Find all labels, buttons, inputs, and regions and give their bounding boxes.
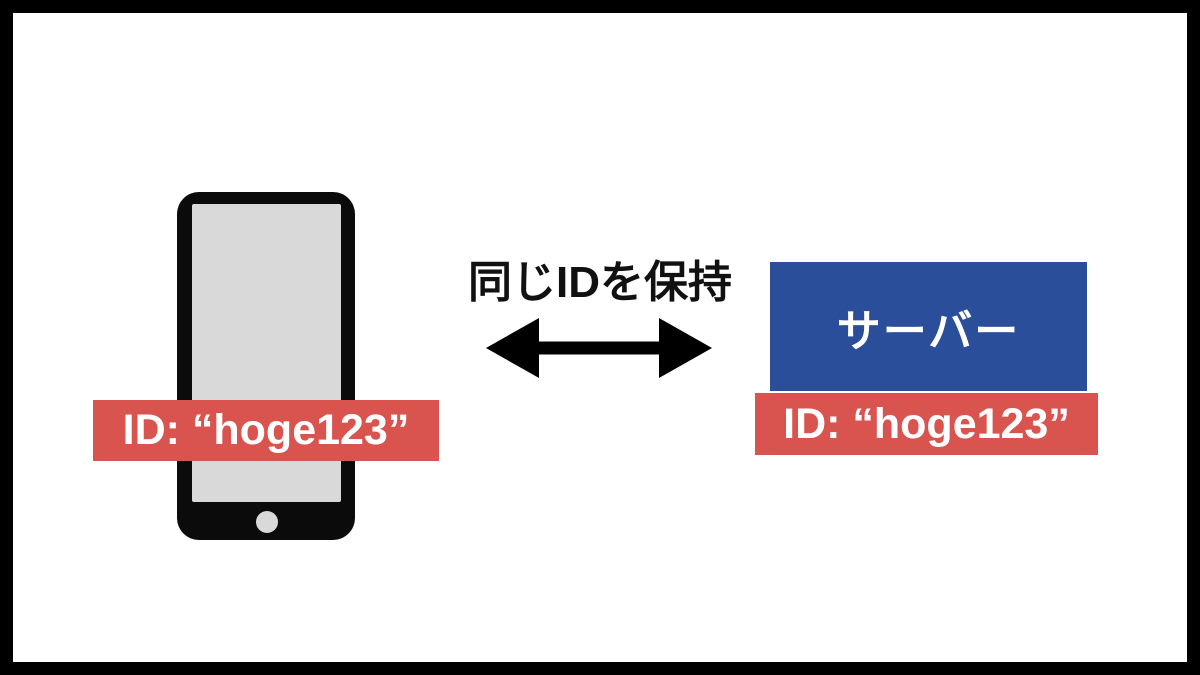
bidirectional-arrow-icon — [486, 318, 712, 378]
client-id-badge: ID: “hoge123” — [93, 400, 439, 461]
relation-label: 同じIDを保持 — [468, 258, 732, 307]
server-id-text: ID: “hoge123” — [783, 400, 1070, 448]
server-box: サーバー — [770, 262, 1087, 391]
client-id-text: ID: “hoge123” — [122, 406, 410, 454]
server-id-badge: ID: “hoge123” — [755, 393, 1098, 455]
smartphone-home-button-icon — [256, 511, 278, 533]
server-label: サーバー — [836, 306, 1021, 356]
smartphone-icon — [177, 192, 355, 540]
